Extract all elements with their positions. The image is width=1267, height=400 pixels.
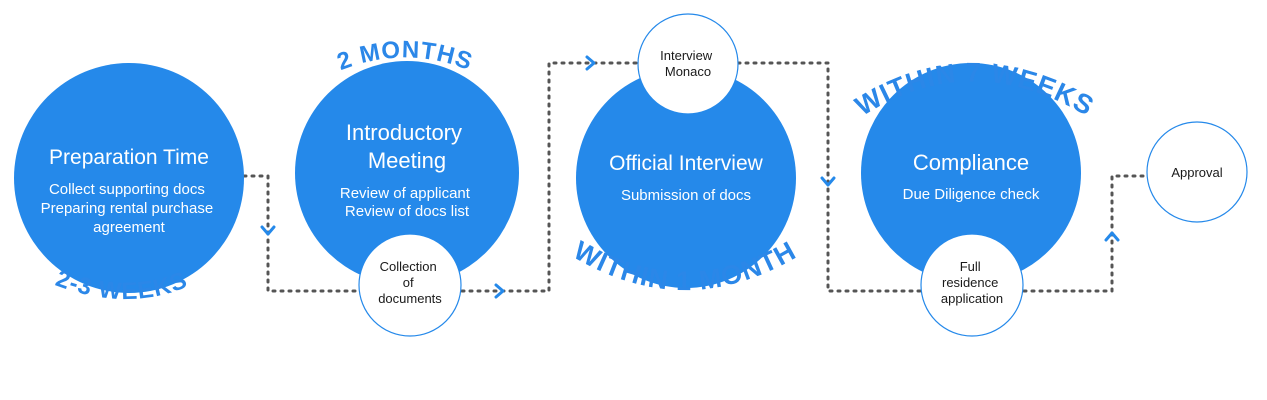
chevron-right-icon (585, 55, 596, 71)
substep-label: residence (942, 275, 998, 290)
stage-circle (14, 63, 244, 293)
substep-circle (358, 233, 462, 337)
stage-detail: Preparing rental purchase (41, 200, 214, 217)
stage-detail: agreement (93, 219, 166, 236)
svg-text:Compliance: Compliance (913, 150, 1029, 175)
substep-circle (1146, 121, 1248, 223)
substep-label: of (403, 275, 414, 290)
stage-title: Meeting (368, 148, 446, 173)
stage-preparation-time: Preparation Time Collect supporting docs… (14, 63, 244, 293)
substep-label: documents (378, 291, 442, 306)
stage-introductory-meeting: Introductory Meeting Review of applicant… (295, 61, 519, 285)
svg-text:Official Interview: Official Interview (609, 152, 763, 175)
substep-label: application (941, 291, 1003, 306)
substep-circle (637, 13, 739, 115)
svg-text:Approval: Approval (1171, 165, 1222, 180)
substep-approval: Approval (1146, 121, 1248, 223)
substep-circle (920, 233, 1024, 337)
stage-detail: Review of applicant (340, 185, 471, 202)
stage-circle (576, 68, 796, 288)
stage-circle (295, 61, 519, 285)
direction-arrows (260, 55, 1120, 299)
substep-interview-monaco: Interview Monaco (637, 13, 739, 115)
svg-text:Submission of docs: Submission of docs (621, 187, 751, 204)
substep-label: Monaco (665, 64, 711, 79)
svg-text:Review of applicant Revi: Review of applicant Review of docs list (340, 185, 474, 220)
svg-text:Preparation Time: Preparation Time (49, 146, 209, 169)
substep-label: Approval (1171, 165, 1222, 180)
stage-official-interview: Official Interview Submission of docs (576, 68, 796, 288)
substep-collection-of-documents: Collection of documents (358, 233, 462, 337)
svg-text:Introductory Meeting: Introductory Meeting (346, 120, 468, 173)
stage-detail: Submission of docs (621, 187, 751, 204)
stage-circle (861, 63, 1081, 283)
stage-title: Introductory (346, 120, 462, 145)
svg-text:Interview Monaco: Interview Monaco (660, 48, 716, 79)
svg-text:Collection of docu: Collection of documents (378, 259, 442, 306)
stage-detail: Review of docs list (345, 203, 470, 220)
substep-label: Collection (380, 259, 437, 274)
stage-title: Compliance (913, 150, 1029, 175)
svg-text:Full residence app: Full residence application (941, 259, 1003, 306)
stage-detail: Due Diligence check (903, 186, 1040, 203)
svg-text:Due Diligence check: Due Diligence check (903, 186, 1040, 203)
stage-title: Official Interview (609, 152, 763, 175)
substep-label: Interview (660, 48, 713, 63)
svg-text:Collect supporting docs: Collect supporting docs Preparing rental… (41, 181, 218, 236)
chevron-right-icon (494, 283, 505, 299)
chevron-up-icon (1104, 231, 1120, 242)
substep-full-residence-application: Full residence application (920, 233, 1024, 337)
chevron-down-icon (820, 176, 836, 187)
substep-label: Full (960, 259, 981, 274)
stage-detail: Collect supporting docs (49, 181, 205, 198)
stage-title: Preparation Time (49, 146, 209, 169)
chevron-down-icon (260, 225, 276, 236)
stage-compliance: Compliance Due Diligence check (861, 63, 1081, 283)
